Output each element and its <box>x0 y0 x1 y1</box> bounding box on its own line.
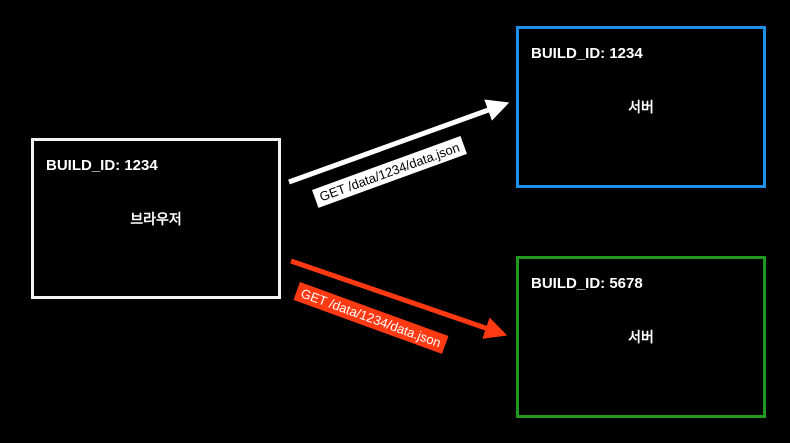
server-1-build-id: BUILD_ID: 1234 <box>531 45 643 62</box>
request-1-arrow <box>288 99 510 185</box>
server-2-box: BUILD_ID: 5678 서버 <box>516 256 766 418</box>
server-1-label: 서버 <box>628 100 654 116</box>
browser-box: BUILD_ID: 1234 브라우저 <box>31 138 281 299</box>
server-2-label: 서버 <box>628 330 654 346</box>
server-1-box: BUILD_ID: 1234 서버 <box>516 26 766 188</box>
browser-label: 브라우저 <box>130 212 182 228</box>
server-2-build-id: BUILD_ID: 5678 <box>531 275 643 292</box>
request-2-arrow <box>290 258 508 339</box>
browser-build-id: BUILD_ID: 1234 <box>46 157 158 174</box>
